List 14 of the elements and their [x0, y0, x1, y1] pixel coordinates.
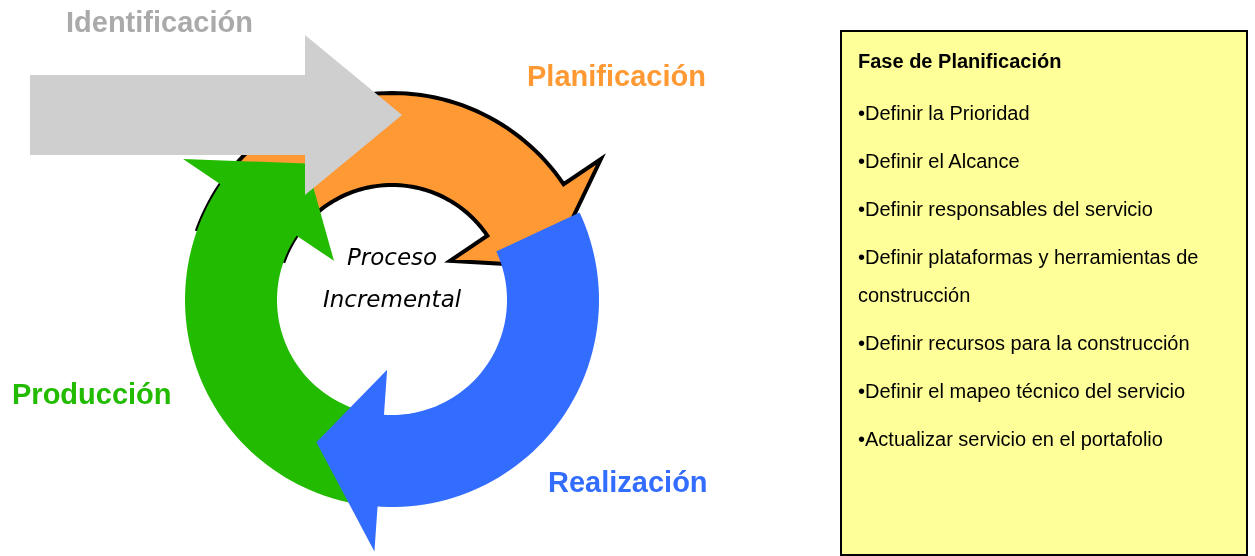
bullet-item: •Definir la Prioridad — [858, 101, 1031, 126]
bullet-item: •Definir responsables del servicio — [858, 197, 1154, 222]
bullet-item: •Definir plataformas y herramientas de construcción — [858, 245, 1200, 308]
info-panel — [840, 30, 1248, 556]
bullet-item: •Actualizar servicio en el portafolio — [858, 427, 1164, 452]
bullet-item: •Definir recursos para la construcción — [858, 331, 1191, 356]
center-label: Proceso Incremental — [321, 243, 463, 314]
phase-label: Producción — [12, 378, 172, 411]
bullet-item: •Definir el mapeo técnico del servicio — [858, 379, 1187, 404]
phase-label: Realización — [548, 466, 708, 499]
bullet-item: •Definir el Alcance — [858, 149, 1021, 174]
panel-title: Fase de Planificación — [858, 49, 1063, 74]
phase-label: Planificación — [527, 60, 706, 93]
phase-label: Identificación — [66, 6, 253, 39]
